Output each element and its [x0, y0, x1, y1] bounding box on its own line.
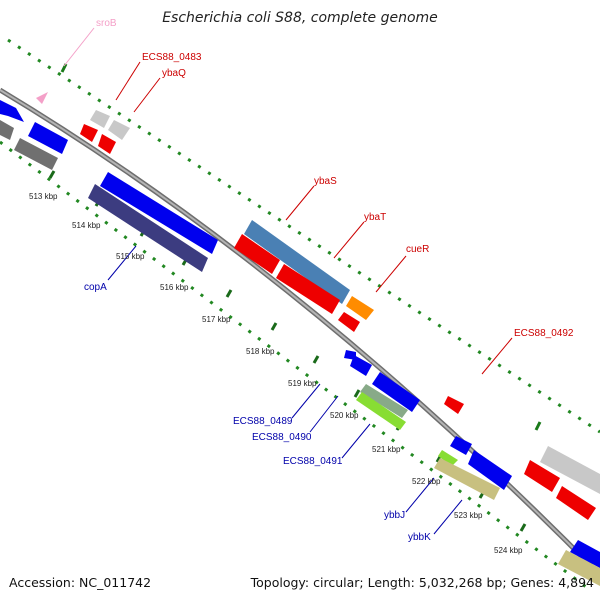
- label-cuer: cueR: [406, 244, 429, 255]
- tick-label-515: 515 kbp: [116, 252, 145, 261]
- gene-ybat-red-1[interactable]: [234, 234, 280, 274]
- label-ybbj: ybbJ: [384, 510, 405, 521]
- label-ecs88-0489: ECS88_0489: [233, 416, 293, 427]
- label-ecs88-0490: ECS88_0490: [252, 432, 312, 443]
- gene-ybat-red-2[interactable]: [276, 264, 340, 314]
- gene-blue-2[interactable]: [28, 122, 68, 154]
- tick-label-523: 523 kbp: [454, 511, 483, 520]
- label-copa: copA: [84, 282, 107, 293]
- tick-label-524: 524 kbp: [494, 546, 523, 555]
- gene-ecs88-0490[interactable]: [356, 392, 406, 430]
- tick-label-520: 520 kbp: [330, 411, 359, 420]
- gene-grey-1[interactable]: [0, 120, 14, 140]
- gene-blue-bottom[interactable]: [570, 540, 600, 568]
- gene-ybaq-grey-1[interactable]: [90, 110, 110, 128]
- gene-red-small-1[interactable]: [80, 124, 98, 142]
- tick-label-519: 519 kbp: [288, 379, 317, 388]
- label-srob: sroB: [96, 18, 117, 29]
- gene-ecs88-0489[interactable]: [360, 384, 408, 418]
- gene-red-right-2[interactable]: [556, 486, 596, 520]
- genome-backbone: [0, 87, 600, 577]
- gene-copa[interactable]: [88, 184, 208, 272]
- label-ecs88-0483: ECS88_0483: [142, 52, 202, 63]
- gene-dark-grey[interactable]: [14, 138, 58, 170]
- label-ybbk: ybbK: [408, 532, 431, 543]
- accession-text: Accession: NC_011742: [9, 575, 152, 590]
- outer-dotted-guide: [7, 38, 600, 434]
- gene-ybbj[interactable]: [438, 450, 458, 466]
- gene-blue-small-2[interactable]: [350, 355, 372, 376]
- gene-red-small-2[interactable]: [98, 134, 116, 154]
- gene-blue-mid[interactable]: [372, 372, 420, 412]
- gene-khaki-bottom[interactable]: [558, 550, 600, 586]
- tick-label-513: 513 kbp: [29, 192, 58, 201]
- gene-srob[interactable]: [36, 92, 48, 104]
- gene-red-small-3[interactable]: [338, 312, 360, 332]
- label-ecs88-0492: ECS88_0492: [514, 328, 574, 339]
- tick-label-516: 516 kbp: [160, 283, 189, 292]
- tick-label-514: 514 kbp: [72, 221, 101, 230]
- tick-label-522: 522 kbp: [412, 477, 441, 486]
- gene-cuer[interactable]: [346, 296, 374, 320]
- gene-blue-pair-1[interactable]: [450, 436, 472, 455]
- gene-ybbk[interactable]: [434, 458, 500, 500]
- gene-blue-1[interactable]: [0, 100, 24, 122]
- outer-guide-major-ticks: [60, 63, 542, 431]
- gene-ecs88-0492[interactable]: [444, 396, 464, 414]
- gene-blue-small-1[interactable]: [344, 350, 356, 360]
- label-ybaq: ybaQ: [162, 68, 186, 79]
- gene-ybas[interactable]: [244, 220, 350, 304]
- gene-blue-pair-2[interactable]: [468, 450, 512, 490]
- leader-lines: [63, 27, 513, 535]
- label-ybas: ybaS: [314, 176, 337, 187]
- tick-label-521: 521 kbp: [372, 445, 401, 454]
- label-ybat: ybaT: [364, 212, 386, 223]
- tick-label-518: 518 kbp: [246, 347, 275, 356]
- map-title: Escherichia coli S88, complete genome: [162, 10, 438, 26]
- gene-blue-long[interactable]: [100, 172, 218, 254]
- tick-label-517: 517 kbp: [202, 315, 231, 324]
- label-ecs88-0491: ECS88_0491: [283, 456, 343, 467]
- gene-red-right-1[interactable]: [524, 460, 560, 492]
- gene-grey-right[interactable]: [540, 446, 600, 494]
- gene-ybaq-grey-2[interactable]: [108, 120, 130, 140]
- genome-summary-text: Topology: circular; Length: 5,032,268 bp…: [250, 575, 594, 590]
